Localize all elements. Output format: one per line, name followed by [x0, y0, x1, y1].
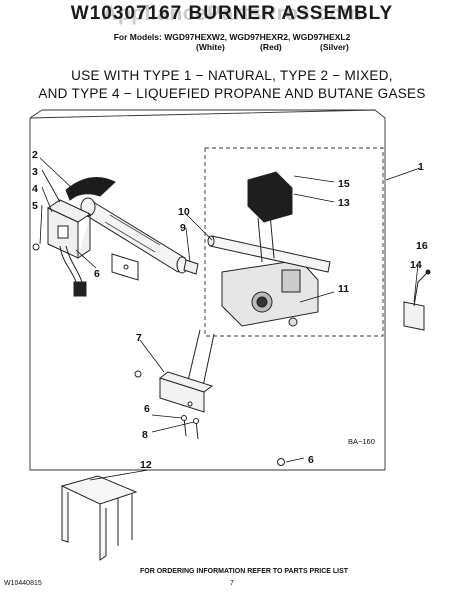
color-red-label: (Red): [260, 42, 282, 52]
gas-valve: [221, 259, 319, 327]
burner-dashed-box: [204, 147, 384, 337]
callout-15: 15: [338, 178, 350, 190]
screw-6a: [134, 370, 142, 378]
callout-5: 5: [32, 200, 38, 212]
diagram-code: BA−160: [348, 437, 375, 446]
callout-14: 14: [410, 259, 422, 271]
footer-page-number: 7: [230, 580, 234, 587]
color-white-label: (White): [196, 42, 225, 52]
callout-13: 13: [338, 197, 350, 209]
solenoid-coil: [247, 171, 293, 263]
callout-9: 9: [180, 222, 186, 234]
mount-plate: [111, 253, 139, 281]
callout-1: 1: [418, 161, 424, 173]
burner-tube: [65, 177, 188, 274]
gas-pipe: [207, 235, 331, 273]
callout-12: 12: [140, 459, 152, 471]
bottom-bracket-12: [60, 475, 138, 561]
flame-sensor: [403, 269, 431, 331]
screw-6b: [277, 458, 285, 466]
footer-part-number: W10440815: [4, 580, 42, 587]
mounting-bracket: [158, 371, 214, 413]
orifice: [183, 259, 199, 275]
callout-7: 7: [136, 332, 142, 344]
watermark: AppliancePartsPros.com: [102, 2, 362, 25]
models-line: For Models: WGD97HEXW2, WGD97HEXR2, WGD9…: [113, 32, 351, 42]
usage-line-2: AND TYPE 4 − LIQUEFIED PROPANE AND BUTAN…: [38, 86, 426, 101]
igniter-bracket: [46, 199, 92, 259]
color-silver-label: (Silver): [320, 42, 349, 52]
valve-fitting: [288, 317, 298, 327]
frame-top-edge: [29, 109, 386, 470]
callout-8: 8: [142, 429, 148, 441]
callout-3: 3: [32, 166, 38, 178]
callout-4: 4: [32, 183, 38, 195]
callout-16: 16: [416, 240, 428, 252]
callout-11: 11: [338, 283, 349, 295]
page-title: W10307167 BURNER ASSEMBLY: [70, 3, 394, 24]
callout-10: 10: [178, 206, 190, 218]
igniter-wires: [59, 245, 87, 297]
screw-left: [32, 243, 40, 251]
callout-6-right: 6: [308, 454, 314, 466]
callout-6-lower: 6: [144, 403, 150, 415]
usage-line-1: USE WITH TYPE 1 − NATURAL, TYPE 2 − MIXE…: [71, 68, 393, 83]
footer-ordering-info: FOR ORDERING INFORMATION REFER TO PARTS …: [140, 568, 349, 575]
callout-6: 6: [94, 268, 100, 280]
screws-8: [181, 415, 199, 440]
callout-2: 2: [32, 149, 38, 161]
leader-lines: [39, 157, 421, 481]
